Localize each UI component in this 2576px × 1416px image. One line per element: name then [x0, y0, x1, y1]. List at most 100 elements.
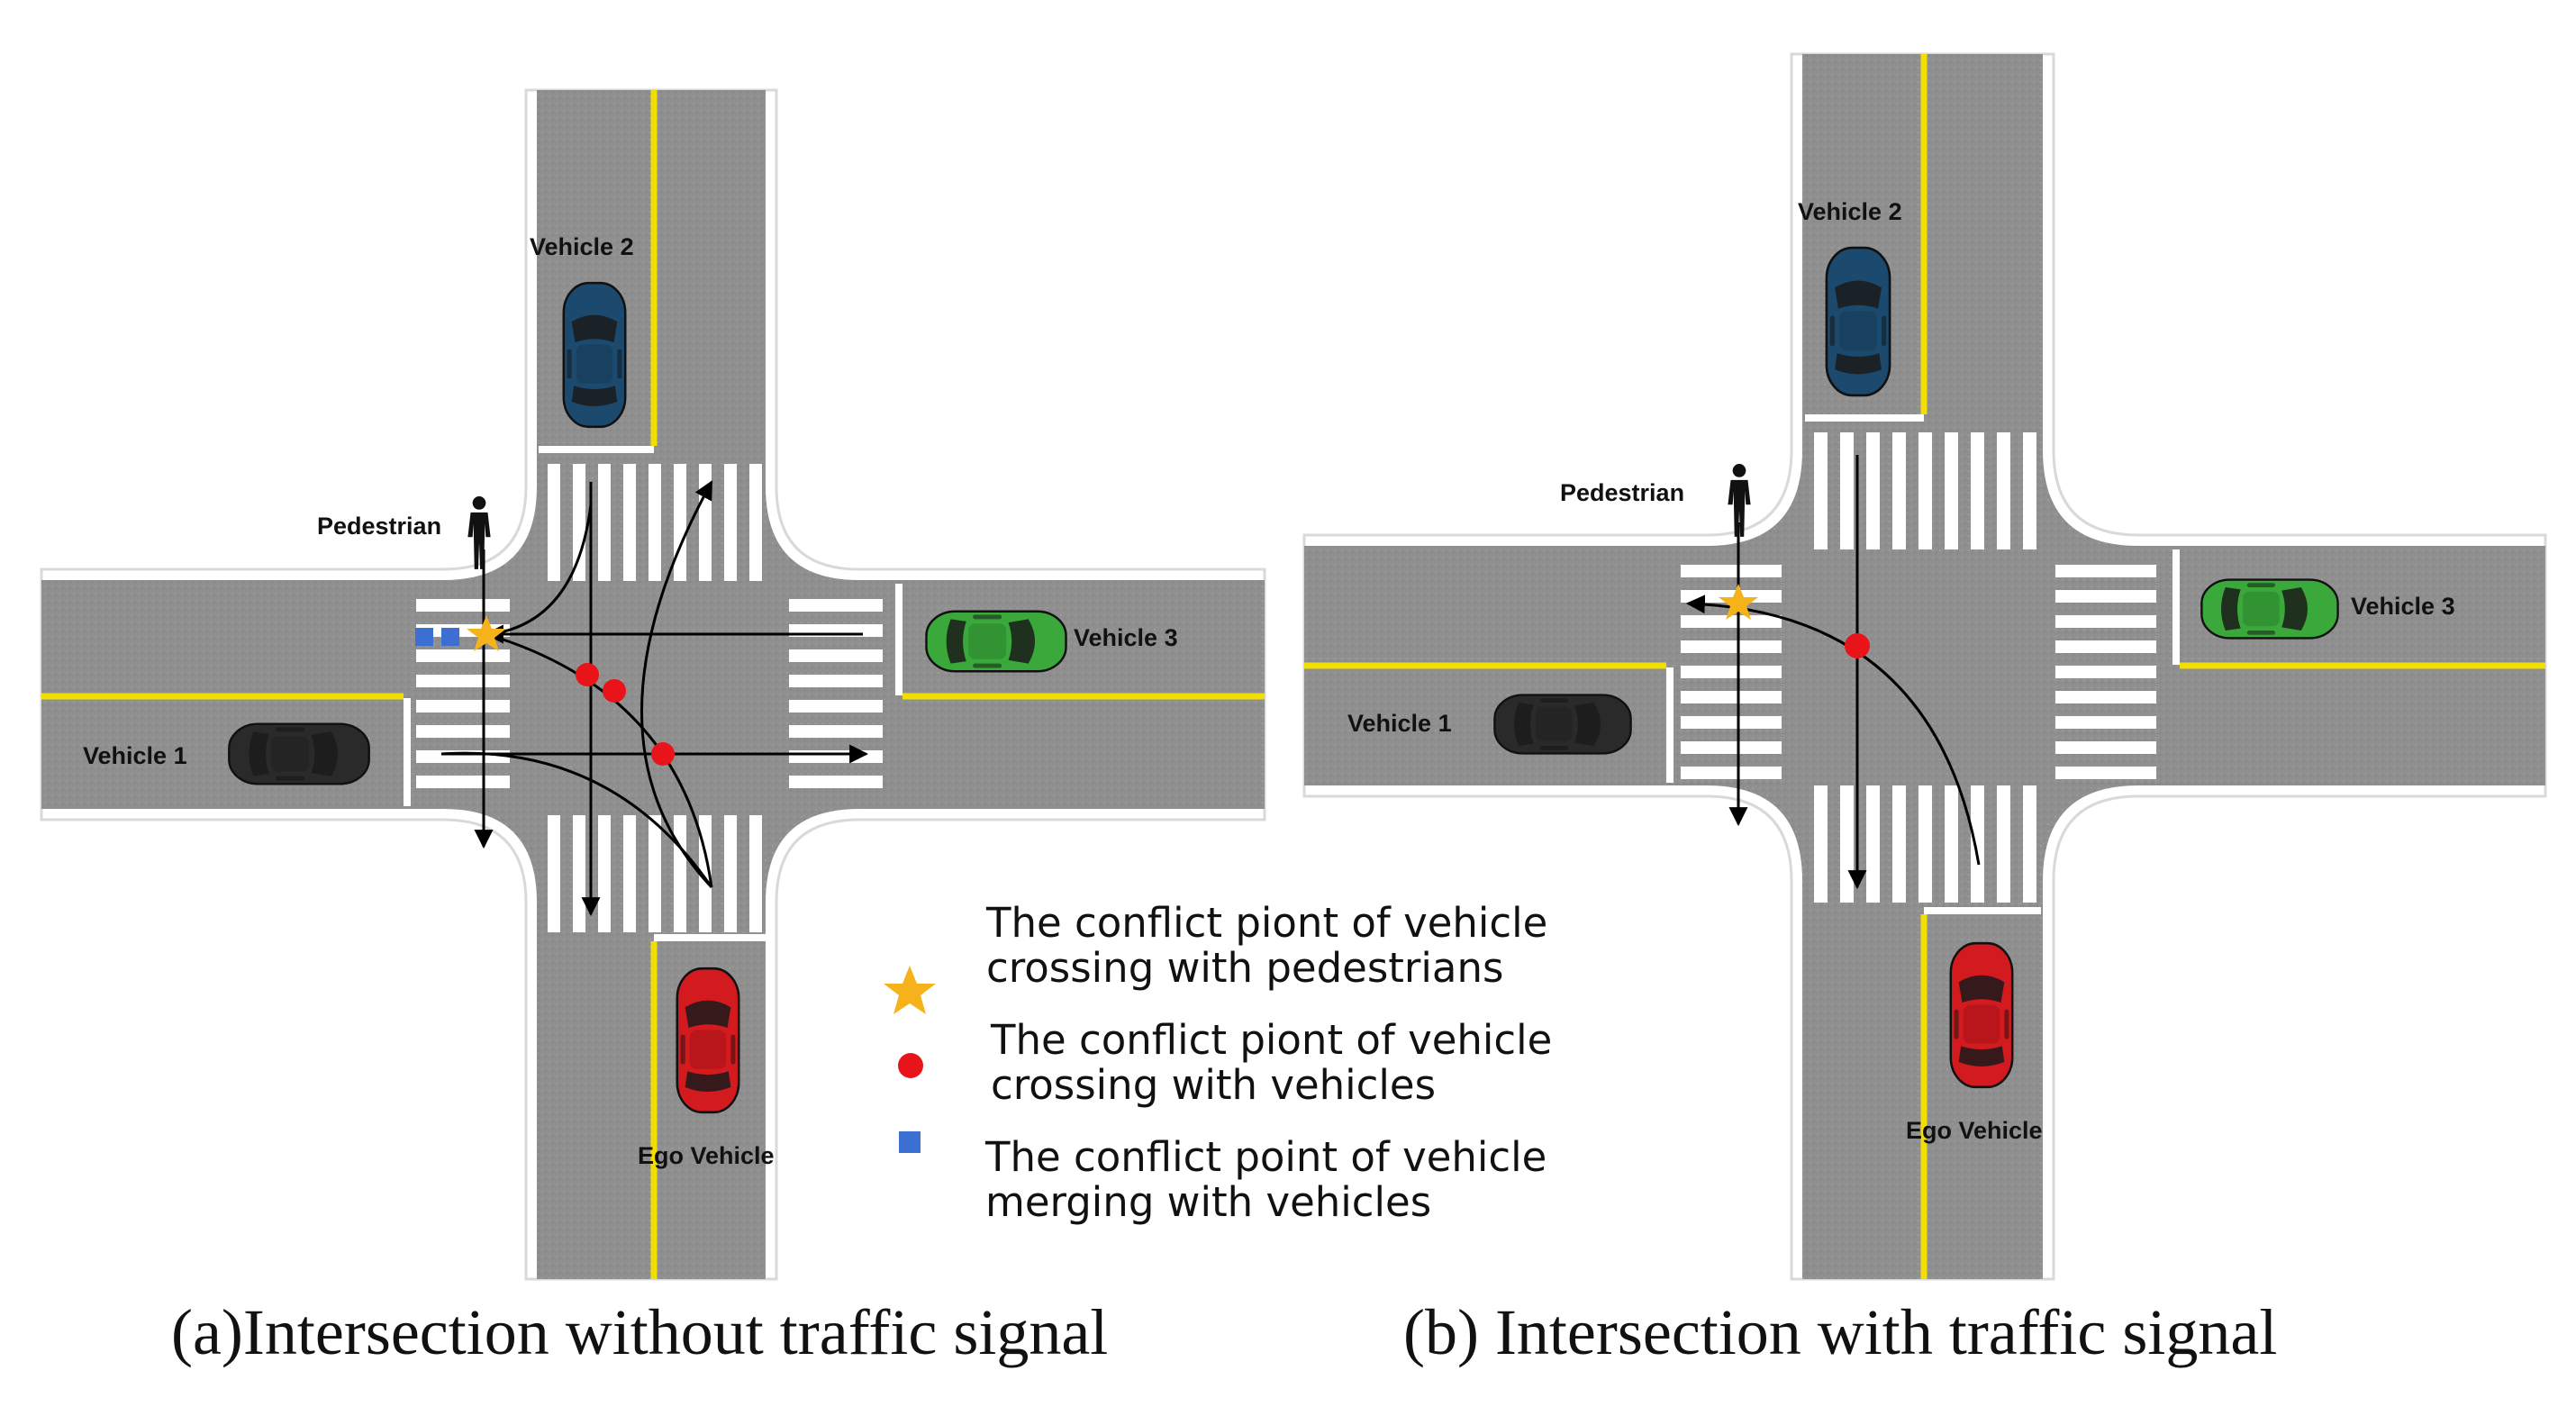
crosswalk-stripe [1866, 785, 1880, 903]
crosswalk-stripe [1840, 432, 1854, 549]
panel-a-pedestrian-figure [467, 496, 491, 569]
panel-a-crosswalk-north [548, 464, 762, 581]
ego-left-turn-path [1685, 595, 1981, 866]
panel-b-trajectories [1685, 455, 1981, 890]
panel-a-trajectories [440, 480, 869, 917]
legend-text-line: merging with vehicles [985, 1178, 1431, 1226]
crosswalk-stripe [416, 776, 510, 788]
panel-b-conflict-points [1719, 584, 1870, 658]
crosswalk-stripe [699, 464, 712, 581]
crosswalk-stripe [649, 815, 661, 932]
vehicle-conflict-point [651, 742, 675, 766]
legend-text-line: The conflict piont of vehicle [985, 899, 1547, 947]
crosswalk-stripe [416, 675, 510, 687]
crosswalk-stripe [1681, 767, 1782, 779]
crosswalk-stripe [1945, 432, 1958, 549]
crosswalk-stripe [623, 464, 636, 581]
panel-b-vehicle1-label: Vehicle 1 [1347, 710, 1452, 737]
crosswalk-stripe [2055, 741, 2156, 754]
vehicle2-turn-path [490, 504, 593, 636]
panel-a-crosswalk-south [548, 815, 762, 932]
legend-blue-square-icon [899, 1131, 921, 1153]
crosswalk-stripe [2055, 716, 2156, 729]
crosswalk-stripe [789, 649, 883, 662]
crosswalk-stripe [789, 675, 883, 687]
panel-a-vehicle3-car [925, 610, 1067, 673]
panel-b-vehicle1-car [1492, 694, 1633, 755]
crosswalk-stripe [1681, 716, 1782, 729]
crosswalk-stripe [548, 464, 560, 581]
crosswalk-stripe [649, 464, 661, 581]
panel-b-crosswalk-south [1814, 785, 2036, 903]
legend-item-vehicle-conflict: The conflict piont of vehicle crossing w… [898, 1016, 1552, 1109]
legend-item-pedestrian-conflict: The conflict piont of vehicle crossing w… [884, 899, 1547, 1014]
panel-b-crosswalk-north [1814, 432, 2036, 549]
panel-a-vehicle3-label: Vehicle 3 [1074, 624, 1178, 651]
crosswalk-stripe [2023, 432, 2036, 549]
crosswalk-stripe [674, 815, 686, 932]
crosswalk-stripe [1681, 565, 1782, 577]
crosswalk-stripe [598, 464, 611, 581]
crosswalk-stripe [789, 750, 883, 763]
legend-red-circle-icon [898, 1053, 923, 1078]
legend-star-icon [884, 966, 936, 1014]
crosswalk-stripe [749, 464, 762, 581]
crosswalk-stripe [1681, 741, 1782, 754]
crosswalk-stripe [1892, 432, 1906, 549]
legend-text-line: crossing with pedestrians [986, 944, 1503, 992]
panel-a-vehicle2-label: Vehicle 2 [530, 233, 634, 260]
legend-text-line: The conflict piont of vehicle [990, 1016, 1552, 1064]
panel-a-vehicle1-car [227, 722, 371, 785]
panel-b-vehicle3-car [2200, 578, 2339, 640]
crosswalk-stripe [724, 464, 737, 581]
crosswalk-stripe [2023, 785, 2036, 903]
crosswalk-stripe [789, 725, 883, 738]
crosswalk-stripe [1971, 785, 1984, 903]
vehicle-conflict-point [603, 679, 626, 703]
panel-b-ego-car [1949, 941, 2014, 1089]
crosswalk-stripe [1681, 615, 1782, 628]
merge-conflict-point [415, 628, 433, 646]
panel-b-pedestrian-label: Pedestrian [1560, 479, 1684, 506]
legend-text-line: crossing with vehicles [991, 1061, 1436, 1109]
merge-conflict-point [441, 628, 459, 646]
panel-a-intersection: Vehicle 2 Vehicle 3 Vehicle 1 Ego Vehicl… [40, 88, 1266, 1281]
panel-a-vehicle1-label: Vehicle 1 [83, 742, 187, 769]
crosswalk-stripe [1918, 432, 1932, 549]
panel-a-ego-car [676, 967, 740, 1114]
crosswalk-stripe [623, 815, 636, 932]
panel-b-center-lines [1304, 54, 2545, 1279]
legend-text-line: The conflict point of vehicle [984, 1133, 1547, 1181]
panel-b-caption: (b) Intersection with traffic signal [1403, 1296, 2277, 1368]
crosswalk-stripe [1918, 785, 1932, 903]
panel-a-center-lines [41, 90, 1265, 1279]
crosswalk-stripe [749, 815, 762, 932]
crosswalk-stripe [1814, 432, 1828, 549]
panel-a-caption: (a)Intersection without traffic signal [171, 1296, 1108, 1368]
crosswalk-stripe [1945, 785, 1958, 903]
crosswalk-stripe [789, 776, 883, 788]
crosswalk-stripe [789, 599, 883, 612]
panel-a-conflict-points [415, 615, 675, 766]
crosswalk-stripe [416, 725, 510, 738]
crosswalk-stripe [1840, 785, 1854, 903]
crosswalk-stripe [1997, 785, 2010, 903]
crosswalk-stripe [573, 815, 585, 932]
crosswalk-stripe [548, 815, 560, 932]
pedestrian-conflict-star [1719, 584, 1758, 620]
panel-b-crosswalk-east [2055, 565, 2156, 779]
vehicle1-turn-path [440, 751, 713, 888]
pedestrian-conflict-star [467, 615, 506, 651]
panel-a-ego-label: Ego Vehicle [638, 1142, 775, 1169]
crosswalk-stripe [598, 815, 611, 932]
crosswalk-stripe [1997, 432, 2010, 549]
legend-item-merge-conflict: The conflict point of vehicle merging wi… [899, 1131, 1547, 1226]
vehicle-conflict-point [1845, 633, 1870, 658]
crosswalk-stripe [1814, 785, 1828, 903]
panel-a-crosswalk-west [416, 599, 510, 788]
panel-a-vehicle2-car [562, 281, 627, 429]
crosswalk-stripe [2055, 565, 2156, 577]
crosswalk-stripe [1971, 432, 1984, 549]
crosswalk-stripe [2055, 691, 2156, 703]
